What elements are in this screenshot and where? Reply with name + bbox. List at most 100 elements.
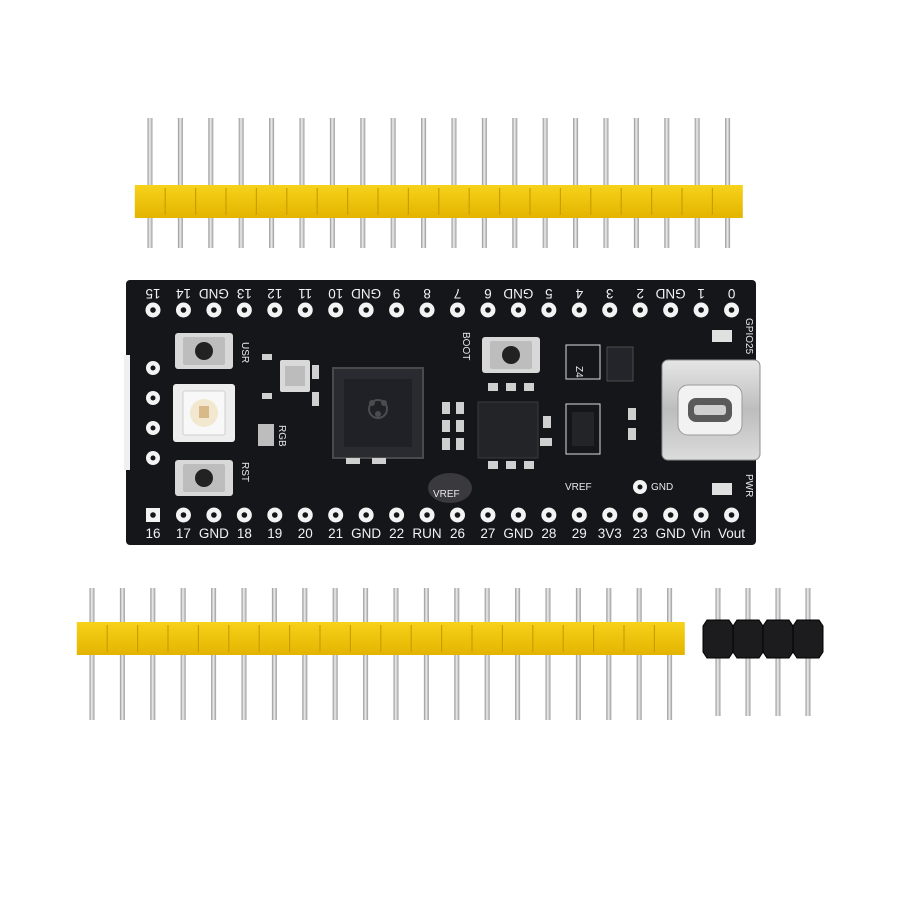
header-pin bbox=[481, 118, 487, 248]
rst-label: RST bbox=[239, 462, 250, 482]
pin-hole bbox=[606, 307, 613, 313]
top-pin-label: 1 bbox=[697, 286, 705, 301]
pin-hole bbox=[637, 512, 643, 518]
bottom-pin-label: 16 bbox=[145, 526, 160, 541]
crystal-top bbox=[285, 366, 305, 386]
pin-hole bbox=[241, 307, 248, 313]
left-pad-column bbox=[146, 361, 160, 465]
header-pin bbox=[573, 118, 579, 248]
top-pin-header bbox=[134, 118, 743, 248]
bottom-pin-label: GND bbox=[199, 526, 229, 541]
pin-hole bbox=[515, 307, 522, 313]
pin-hole bbox=[393, 512, 400, 518]
top-pin-label: 3 bbox=[606, 286, 614, 301]
top-pin-label: 2 bbox=[636, 286, 644, 301]
top-pin-label: 6 bbox=[484, 286, 492, 301]
small-pin-header bbox=[702, 588, 824, 716]
header-pin bbox=[329, 118, 335, 248]
pin-hole bbox=[332, 512, 339, 518]
gpio25-led bbox=[712, 330, 732, 342]
header-pin bbox=[421, 118, 427, 248]
boot-button[interactable] bbox=[482, 337, 540, 373]
rst-button[interactable] bbox=[175, 460, 233, 496]
top-pin-label: 12 bbox=[267, 286, 282, 301]
usr-label: USR bbox=[239, 342, 250, 363]
pin-hole bbox=[485, 307, 491, 313]
pin-hole bbox=[667, 307, 674, 313]
bottom-pin-label: 3V3 bbox=[598, 526, 622, 541]
vref-chip-label: VREF bbox=[433, 489, 460, 500]
bottom-pin-label: Vout bbox=[718, 526, 745, 541]
header-pin bbox=[177, 118, 183, 248]
pcb-body bbox=[126, 280, 756, 545]
pin-hole bbox=[180, 512, 187, 518]
bottom-pin-label: 29 bbox=[572, 526, 587, 541]
top-pin-label: 14 bbox=[175, 286, 191, 301]
pin-hole bbox=[211, 307, 217, 313]
pin-hole bbox=[546, 307, 552, 313]
usb-c-connector[interactable] bbox=[661, 359, 761, 461]
pin-hole bbox=[576, 512, 583, 518]
bottom-pin-label: GND bbox=[656, 526, 686, 541]
top-pin-label: GND bbox=[351, 286, 381, 301]
rgb-label: RGB bbox=[276, 425, 287, 447]
header-plastic-block bbox=[702, 619, 734, 659]
top-pin-label: 8 bbox=[423, 286, 431, 301]
bottom-pin-label: 22 bbox=[389, 526, 404, 541]
pin-hole bbox=[424, 512, 430, 518]
top-pin-label: 5 bbox=[545, 286, 553, 301]
top-pin-label: 9 bbox=[393, 286, 401, 301]
pin-hole bbox=[454, 307, 461, 313]
side-stripe bbox=[124, 355, 130, 470]
header-pin bbox=[694, 118, 700, 248]
header-pin bbox=[299, 118, 305, 248]
header-pin bbox=[633, 118, 639, 248]
header-pin bbox=[664, 118, 670, 248]
gnd-label: GND bbox=[651, 482, 673, 493]
pin-hole bbox=[485, 512, 491, 518]
pin-hole bbox=[515, 512, 522, 518]
pin-hole bbox=[454, 512, 461, 518]
boot-label: BOOT bbox=[460, 332, 471, 360]
bottom-pin-label: 27 bbox=[480, 526, 495, 541]
bottom-pin-label: GND bbox=[351, 526, 381, 541]
top-pin-label: 7 bbox=[454, 286, 462, 301]
pin-hole bbox=[637, 307, 643, 313]
passive-components bbox=[262, 354, 636, 469]
vref-label: VREF bbox=[565, 482, 592, 493]
header-pin bbox=[542, 118, 548, 248]
pin-hole bbox=[302, 512, 309, 518]
pin-hole bbox=[728, 307, 735, 313]
pin-hole bbox=[363, 512, 369, 518]
regulator-mark: Z4 bbox=[573, 366, 584, 378]
pin-hole bbox=[606, 512, 613, 518]
pin-hole bbox=[302, 307, 309, 313]
header-pin bbox=[147, 118, 153, 248]
header-pin bbox=[360, 118, 366, 248]
header-plastic-block bbox=[732, 619, 764, 659]
header-pin bbox=[390, 118, 396, 248]
component-outline bbox=[565, 403, 601, 455]
header-pin bbox=[208, 118, 214, 248]
bottom-pin-label: 19 bbox=[267, 526, 282, 541]
pin-hole bbox=[728, 512, 735, 518]
pin-hole bbox=[546, 512, 552, 518]
bottom-pad-row bbox=[146, 507, 740, 523]
header-pin bbox=[725, 118, 731, 248]
header-pin bbox=[603, 118, 609, 248]
regulator-outline bbox=[565, 344, 601, 380]
usr-button[interactable] bbox=[175, 333, 233, 369]
top-pin-label: 13 bbox=[237, 286, 252, 301]
pin-hole bbox=[332, 307, 339, 313]
pin-hole bbox=[393, 307, 400, 313]
bottom-pin-label: 18 bbox=[237, 526, 252, 541]
top-pin-label: 10 bbox=[328, 286, 343, 301]
pin-hole bbox=[363, 307, 369, 313]
header-pin bbox=[451, 118, 457, 248]
pin-hole bbox=[150, 307, 156, 313]
top-pin-label: GND bbox=[655, 286, 685, 301]
